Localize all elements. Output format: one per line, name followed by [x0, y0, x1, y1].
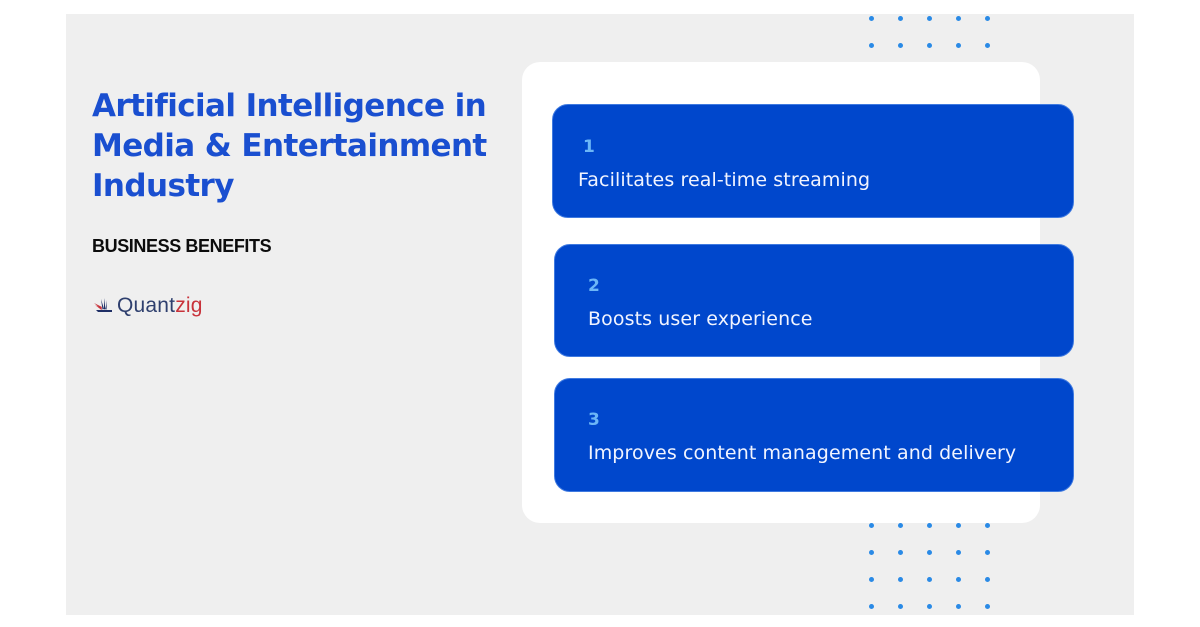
- benefit-number: 2: [588, 276, 600, 296]
- title-line-1: Artificial Intelligence in: [92, 88, 487, 124]
- benefit-number: 3: [588, 410, 600, 430]
- dot-grid-top-decoration: [869, 16, 990, 48]
- page-title: Artificial Intelligence in Media & Enter…: [92, 86, 512, 206]
- dot-grid-bottom-decoration: [869, 523, 990, 609]
- logo-text-accent: zig: [175, 294, 203, 317]
- benefit-number: 1: [583, 137, 595, 157]
- quantzig-book-icon: [94, 298, 112, 312]
- benefit-text: Facilitates real-time streaming: [578, 169, 871, 191]
- benefit-item-3: 3 Improves content management and delive…: [554, 378, 1074, 492]
- logo-text-main: Quant: [117, 294, 176, 317]
- section-subtitle: BUSINESS BENEFITS: [92, 236, 272, 256]
- benefit-item-2: 2 Boosts user experience: [554, 244, 1074, 357]
- benefit-text: Boosts user experience: [588, 308, 813, 330]
- benefit-text: Improves content management and delivery: [588, 442, 1017, 464]
- quantzig-logo: Quantzig: [92, 293, 203, 319]
- title-line-3: Industry: [92, 168, 234, 204]
- logo-wordmark: Quantzig: [117, 294, 203, 318]
- benefit-item-1: 1 Facilitates real-time streaming: [552, 104, 1074, 218]
- title-line-2: Media & Entertainment: [92, 128, 487, 164]
